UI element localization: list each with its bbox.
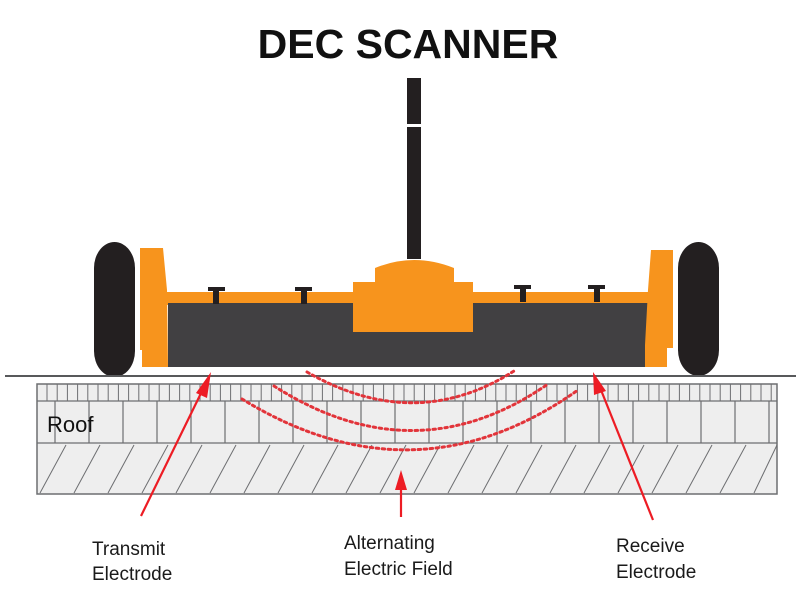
electrode-icon (514, 285, 531, 302)
roof-hatch-line (583, 444, 611, 494)
roof-hatch-line (243, 444, 271, 494)
electrode-icon (208, 287, 225, 304)
receive-label-line2: Electrode (616, 562, 696, 583)
field-line-outer (240, 388, 580, 452)
roof-hatch-line (345, 444, 373, 494)
field-line-middle (272, 382, 550, 432)
electric-field-lines (240, 369, 580, 452)
roof-hatch-line (617, 444, 645, 494)
arrow-icon (395, 470, 407, 517)
transmit-electrode-label: Transmit Electrode (92, 539, 172, 585)
roof-hatch-line (73, 444, 101, 494)
field-line-inner (305, 369, 516, 405)
alternating-field-label: Alternating Electric Field (344, 533, 453, 580)
arrow-icon (593, 372, 655, 521)
roof-label: Roof (47, 412, 94, 437)
handle-icon (407, 78, 421, 259)
right-end-cap (645, 250, 673, 367)
field-label-line1: Alternating (344, 533, 435, 554)
receive-label-line1: Receive (616, 536, 685, 557)
roof-hatch-line (39, 444, 67, 494)
transmit-arrow (140, 384, 206, 517)
roof-hatch-line (515, 444, 543, 494)
transmit-label-line1: Transmit (92, 539, 166, 560)
roof-hatch-line (685, 444, 713, 494)
receive-arrow (597, 384, 655, 521)
roof-hatch-line (107, 444, 135, 494)
arrow-icon (140, 372, 211, 517)
roof-hatch-line (277, 444, 305, 494)
roof-hatch-line (447, 444, 475, 494)
roof-hatch-line (549, 444, 577, 494)
transmit-label-line2: Electrode (92, 564, 172, 585)
scanner-housing (353, 260, 473, 332)
roof-hatch-line (379, 444, 407, 494)
wheel-icon (678, 242, 719, 376)
roof-hatch-line (209, 444, 237, 494)
roof-hatch-line (413, 444, 441, 494)
roof-hatch-line (481, 444, 509, 494)
electrode-icon (588, 285, 605, 302)
diagram-title: DEC SCANNER (258, 21, 559, 67)
receive-electrode-label: Receive Electrode (616, 536, 696, 583)
wheel-icon (94, 242, 135, 377)
roof-hatch-line (175, 444, 203, 494)
electrode-icon (295, 287, 312, 304)
roof-hatch-line (719, 444, 747, 494)
roof: Roof (36, 383, 778, 495)
field-label-line2: Electric Field (344, 559, 453, 580)
scanner (140, 248, 673, 367)
roof-hatch-line (753, 444, 778, 494)
roof-hatch-line (311, 444, 339, 494)
left-end-cap (140, 248, 168, 367)
roof-hatch-line (651, 444, 679, 494)
roof-hatch-line (141, 444, 169, 494)
